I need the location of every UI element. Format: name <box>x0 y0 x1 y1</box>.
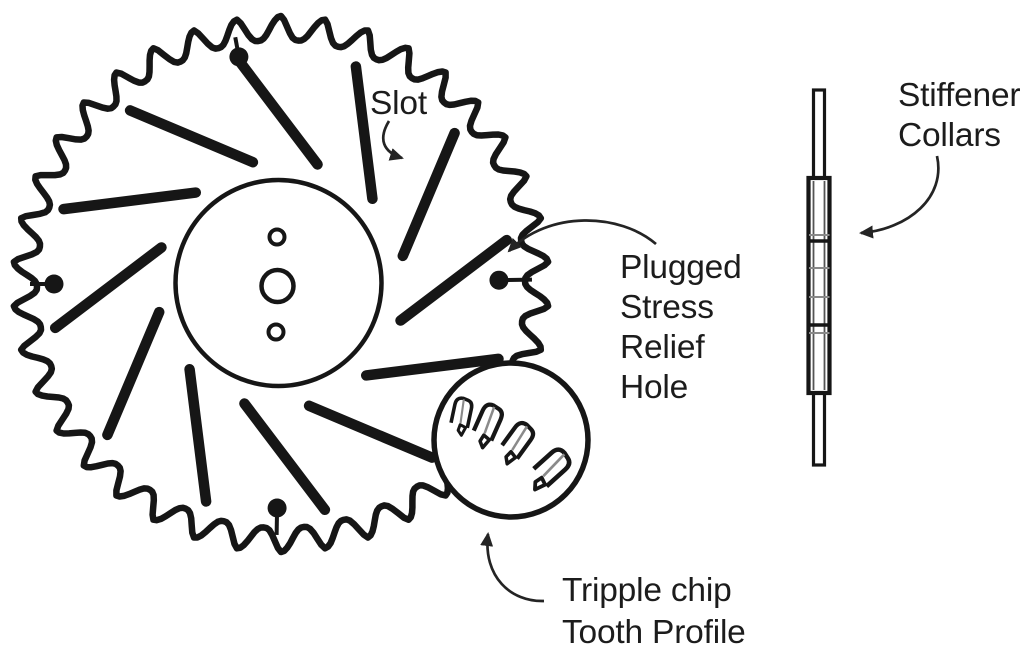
triple-chip-tooth <box>500 420 536 466</box>
expansion-slot <box>184 363 212 507</box>
expansion-slot <box>303 400 438 463</box>
plugged-arrow <box>507 219 657 253</box>
slot-arrow <box>381 120 404 161</box>
expansion-slot <box>58 187 202 215</box>
stiffener-collars-label: Stiffener Collars <box>898 77 1021 154</box>
expansion-slot <box>49 242 167 334</box>
pin-hole-top <box>267 227 287 247</box>
expansion-slot <box>350 61 378 205</box>
triple-chip-tooth <box>532 447 572 492</box>
triple-chip-tooth <box>471 402 504 450</box>
expansion-slot <box>102 306 165 441</box>
expansion-slot <box>395 234 513 326</box>
plugged-stress-relief-hole-label: Plugged Stress Relief Hole <box>620 249 742 406</box>
pin-hole-bottom <box>266 322 286 342</box>
plugged-stress-relief-hole <box>229 47 249 67</box>
tooth-facet-line <box>511 425 529 451</box>
slot-label: Slot <box>370 85 427 122</box>
tooth-facet-line <box>483 406 496 434</box>
expansion-slot <box>360 353 504 381</box>
tooth-chamfer-tip <box>533 475 548 492</box>
plugged-stress-relief-hole <box>489 270 509 290</box>
expansion-slot <box>397 127 460 262</box>
plugged-stress-relief-hole <box>267 498 287 518</box>
tooth-chamfer-tip <box>504 449 518 466</box>
tooth-chamfer-tip <box>478 433 492 450</box>
tooth-facet-line <box>542 453 566 478</box>
plugged-stress-relief-hole <box>44 274 64 294</box>
tooth-chamfer-tip <box>456 423 468 437</box>
triple-chip-tooth <box>449 396 474 437</box>
stiffener-arrow <box>859 155 940 239</box>
expansion-slot <box>239 398 331 516</box>
stiffener-collar <box>806 175 832 396</box>
arbor-hole <box>259 267 296 305</box>
tripple-chip-tooth-profile-label: Tripple chip Tooth Profile <box>562 572 746 646</box>
expansion-slot <box>231 52 323 170</box>
tripple-arrow <box>480 532 545 603</box>
expansion-slot <box>124 105 259 168</box>
tooth-facet-line <box>459 399 465 424</box>
